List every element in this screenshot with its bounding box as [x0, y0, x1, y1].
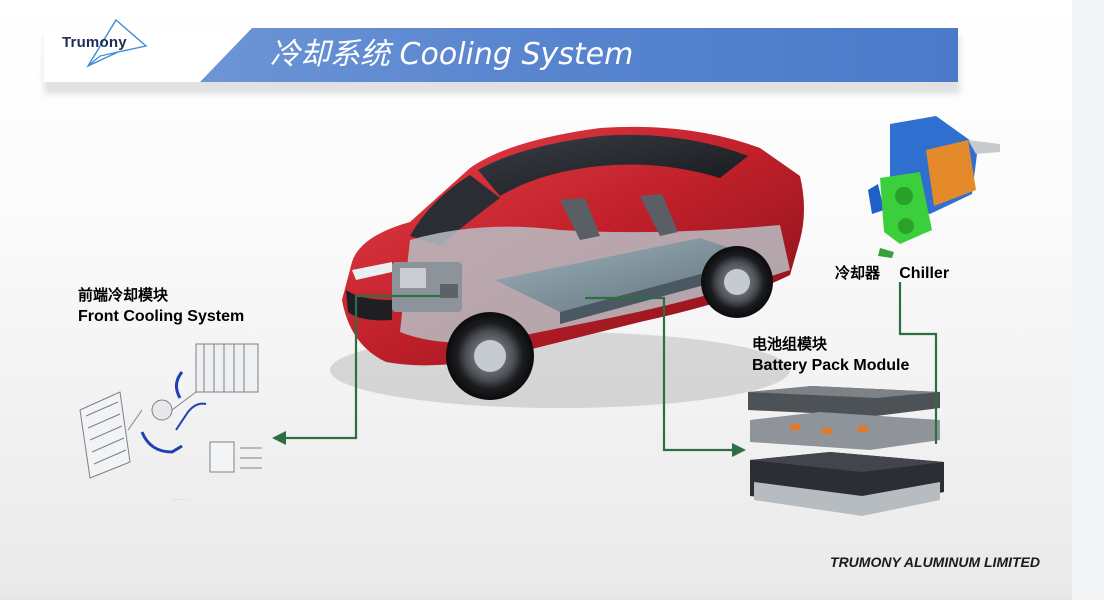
logo-text: Trumony: [62, 34, 127, 51]
chiller-label-en: Chiller: [899, 265, 950, 282]
front-cooling-label: 前端冷却模块 Front Cooling System: [78, 284, 244, 328]
front-cooling-diagram: . . . . . . .: [79, 343, 262, 502]
connector-lines: [272, 282, 938, 457]
svg-text:. . . . . . .: . . . . . . .: [172, 496, 190, 502]
right-side-panel: [1072, 0, 1104, 600]
battery-label: 电池组模块 Battery Pack Module: [752, 333, 909, 377]
battery-label-zh: 电池组模块: [752, 335, 828, 353]
slide: 冷却系统 Cooling System Trumony: [0, 0, 1072, 596]
front-cooling-label-zh: 前端冷却模块: [78, 286, 169, 304]
logo-mark-icon: [86, 18, 148, 68]
chiller-label-zh: 冷却器: [835, 264, 881, 282]
company-footer: TRUMONY ALUMINUM LIMITED: [830, 554, 1040, 570]
front-cooling-connector: [280, 294, 440, 440]
chiller-image: [868, 116, 1000, 258]
page-title: 冷却系统 Cooling System: [270, 37, 634, 72]
battery-label-en: Battery Pack Module: [752, 357, 910, 374]
battery-connector: [585, 296, 738, 452]
chiller-label: 冷却器 Chiller: [835, 262, 949, 285]
battery-arrow-icon: [732, 443, 746, 457]
car-illustration: [330, 126, 804, 408]
front-cooling-label-en: Front Cooling System: [78, 308, 245, 325]
header-title-banner: [200, 28, 958, 82]
chiller-connector: [898, 282, 938, 444]
front-cooling-arrow-icon: [272, 431, 286, 445]
bottom-strip: [0, 596, 1072, 600]
company-logo: Trumony: [56, 18, 166, 78]
battery-pack-image: [748, 386, 944, 516]
